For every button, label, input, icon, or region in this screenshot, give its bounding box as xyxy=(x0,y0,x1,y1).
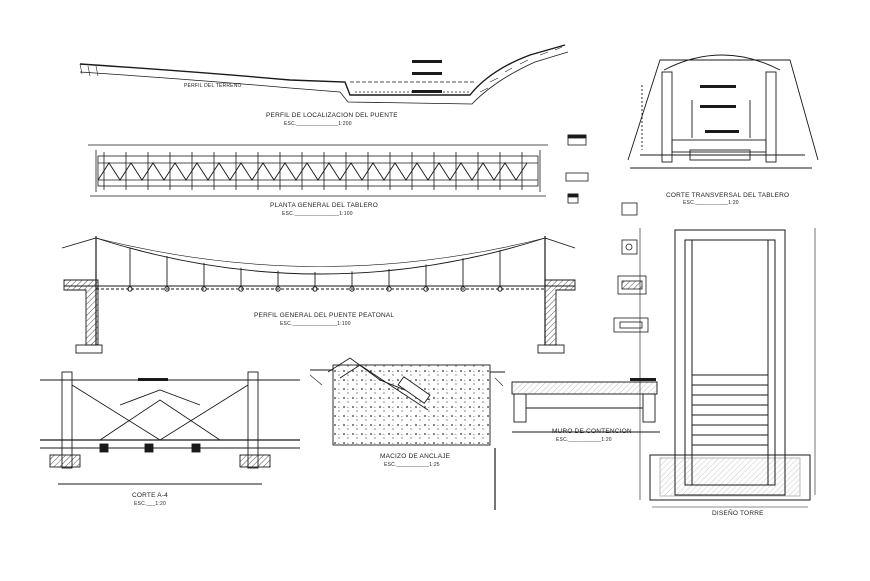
small-details xyxy=(565,134,649,333)
section-a4-drawing xyxy=(40,371,300,485)
deck-node xyxy=(164,286,170,292)
tower-design-drawing xyxy=(639,228,816,508)
deck-node xyxy=(386,286,392,292)
deck-plan-scale: ESC._______________1:100 xyxy=(282,211,353,217)
bridge-profile-drawing xyxy=(61,236,576,354)
deck-node xyxy=(312,286,318,292)
cross-section-drawing xyxy=(627,54,819,169)
deck-plan-title: PLANTA GENERAL DEL TABLERO xyxy=(270,202,379,209)
deck-node xyxy=(349,286,355,292)
bridge-profile-title: PERFIL GENERAL DEL PUENTE PEATONAL xyxy=(254,312,395,319)
bridge-profile-scale: ESC._______________1:100 xyxy=(280,321,351,327)
section-a4-title: CORTE A-4 xyxy=(132,492,168,499)
cross-section-scale: ESC.___________1:20 xyxy=(683,200,739,206)
anchor-block-scale: ESC.___________1:25 xyxy=(384,462,440,468)
anchor-block-title: MACIZO DE ANCLAJE xyxy=(380,453,451,460)
deck-node xyxy=(127,286,133,292)
deck-node xyxy=(497,286,503,292)
tower-design-title: DISEÑO TORRE xyxy=(712,510,764,517)
location-profile-title: PERFIL DE LOCALIZACION DEL PUENTE xyxy=(266,112,398,119)
section-a4-scale: ESC.___1:20 xyxy=(134,501,166,507)
deck-node xyxy=(423,286,429,292)
retaining-wall-scale: ESC.___________1:20 xyxy=(556,437,612,443)
retaining-wall-title: MURO DE CONTENCION xyxy=(552,428,632,435)
retaining-wall-drawing xyxy=(511,378,660,433)
deck-plan-drawing xyxy=(88,144,548,197)
deck-node xyxy=(201,286,207,292)
location-profile-scale: ESC.______________1:200 xyxy=(284,121,352,127)
cross-section-title: CORTE TRANSVERSAL DEL TABLERO xyxy=(666,192,790,199)
deck-node xyxy=(238,286,244,292)
anchor-block-drawing xyxy=(309,357,505,446)
deck-node xyxy=(460,286,466,292)
deck-node xyxy=(275,286,281,292)
location-profile-drawing xyxy=(79,44,569,105)
terrain-profile-label: PERFIL DEL TERRENO xyxy=(184,83,242,89)
